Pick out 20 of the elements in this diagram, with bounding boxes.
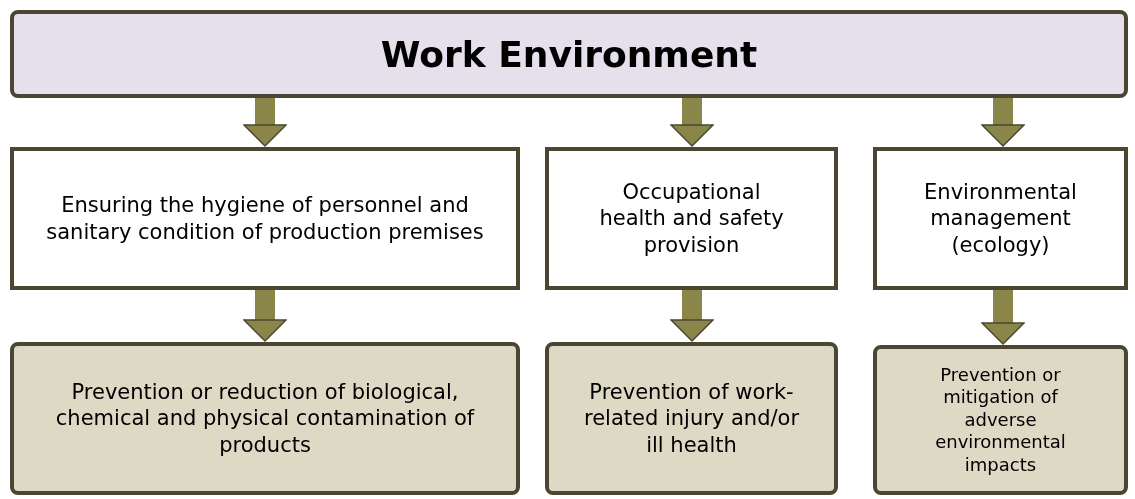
block-arrow — [243, 98, 287, 147]
block-arrow — [981, 98, 1025, 147]
outcome-box — [873, 345, 1128, 495]
category-box — [545, 147, 838, 290]
outcome-box — [10, 342, 520, 495]
box-text: Occupational health and safety provision — [598, 179, 785, 258]
box-text: Ensuring the hygiene of personnel and sanitary condition of production premises — [45, 192, 485, 245]
block-arrow — [243, 290, 287, 342]
block-arrow — [670, 98, 714, 147]
outcome-box — [545, 342, 838, 495]
box-text: Prevention or mitigation of adverse environmental impacts — [934, 363, 1067, 477]
box-text: Prevention of work-related injury and/or ill health — [582, 379, 800, 458]
box-text: Prevention or reduction of biological, chemical and physical contamination of products — [54, 379, 476, 458]
category-box — [10, 147, 520, 290]
category-box — [873, 147, 1128, 290]
block-arrow — [981, 290, 1025, 345]
block-arrow — [670, 290, 714, 342]
box-text: Environmental management (ecology) — [923, 179, 1078, 258]
title-box — [10, 10, 1128, 98]
box-text: Work Environment — [380, 32, 758, 77]
